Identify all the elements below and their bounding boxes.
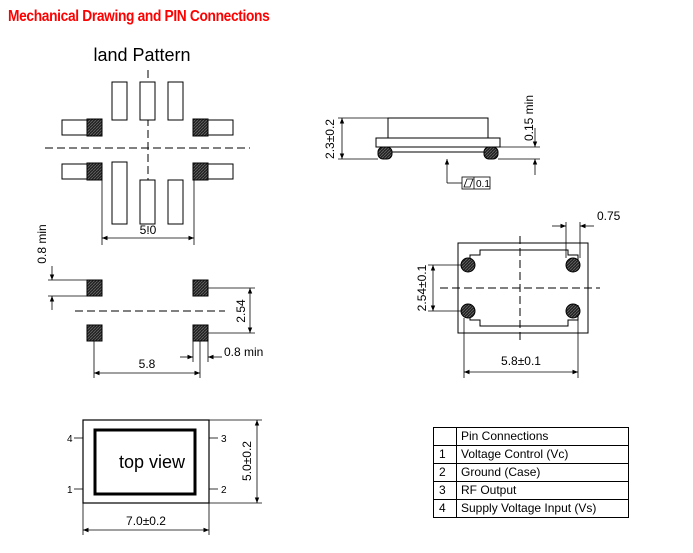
package-lid: [93, 428, 197, 496]
terminal-pad: [86, 324, 103, 342]
land-pattern-label: land Pattern: [93, 45, 190, 65]
pin-description: Ground (Case): [456, 463, 629, 482]
dim-standoff: 0.15 min: [522, 95, 536, 141]
table-row: 3 RF Output: [433, 481, 629, 500]
table-header-row: Pin Connections: [433, 427, 629, 446]
terminal-pad: [192, 162, 209, 181]
side-view: 2.3±0.2 0.15 min 0.1: [323, 95, 540, 190]
table-row: 2 Ground (Case): [433, 463, 629, 482]
table-header-blank: [433, 427, 457, 446]
bottom-terminal: [460, 257, 476, 273]
pin-description: Voltage Control (Vc): [456, 445, 629, 464]
bottom-terminal: [565, 303, 581, 319]
bottom-terminal: [460, 303, 476, 319]
package-base: [375, 137, 501, 148]
solder-terminal: [377, 146, 393, 160]
pin-label-1: 1: [67, 485, 73, 496]
page-title: Mechanical Drawing and PIN Connections: [8, 8, 270, 25]
terminal-pad: [86, 279, 103, 297]
solder-terminal: [483, 146, 499, 160]
top-view-label: top view: [119, 452, 186, 472]
dim-bottom-pad: 0.75: [597, 209, 621, 223]
pin-description: RF Output: [456, 481, 629, 500]
land-pad: [139, 81, 156, 121]
package-body: [387, 117, 489, 139]
pin-number: 4: [433, 499, 457, 518]
flatness-value: 0.1: [476, 179, 490, 190]
terminal-pad: [192, 324, 209, 342]
land-pad: [111, 81, 128, 121]
dim-land-pitch: 2.54: [234, 299, 248, 323]
land-pad: [139, 179, 156, 225]
flatness-icon: [463, 178, 474, 188]
land-pad: [167, 179, 184, 225]
dim-bottom-pitch: 2.54±0.1: [415, 264, 429, 311]
table-header: Pin Connections: [456, 427, 629, 446]
land-pad: [111, 161, 128, 225]
pin-number: 3: [433, 481, 457, 500]
land-pad: [167, 81, 184, 121]
top-view: top view 4 1 3 2 5.0±0.2 7.0±0.2: [67, 419, 262, 535]
pin-number: 1: [433, 445, 457, 464]
dim-land-width: 5.0: [140, 223, 157, 237]
bottom-terminal: [565, 257, 581, 273]
flatness-frame: [461, 176, 491, 190]
pin-label-4: 4: [67, 434, 73, 445]
table-row: 1 Voltage Control (Vc): [433, 445, 629, 464]
pin-connections-table: Pin Connections 1 Voltage Control (Vc) 2…: [433, 427, 629, 518]
dim-top-height: 5.0±0.2: [240, 441, 254, 481]
pin-description: Supply Voltage Input (Vs): [456, 499, 629, 518]
dim-top-width: 7.0±0.2: [126, 514, 166, 528]
dim-bottom-width: 5.8±0.1: [501, 354, 541, 368]
terminal-pad: [192, 118, 209, 137]
land-pattern: land Pattern 5.0: [35, 45, 263, 378]
pin-number: 2: [433, 463, 457, 482]
terminal-pad: [86, 162, 103, 181]
terminal-pad: [192, 279, 209, 297]
pin-label-3: 3: [221, 434, 227, 445]
dim-land-width-bottom: 5.8: [139, 357, 156, 371]
table-row: 4 Supply Voltage Input (Vs): [433, 499, 629, 518]
bottom-view: 0.75 2.54±0.1 5.8±0.1: [415, 209, 621, 378]
dim-land-pad-min-bottom: 0.8 min: [224, 345, 263, 359]
dim-height: 2.3±0.2: [323, 119, 337, 159]
dim-land-pad-min: 0.8 min: [35, 224, 49, 263]
terminal-pad: [86, 118, 103, 137]
pin-label-2: 2: [221, 485, 227, 496]
